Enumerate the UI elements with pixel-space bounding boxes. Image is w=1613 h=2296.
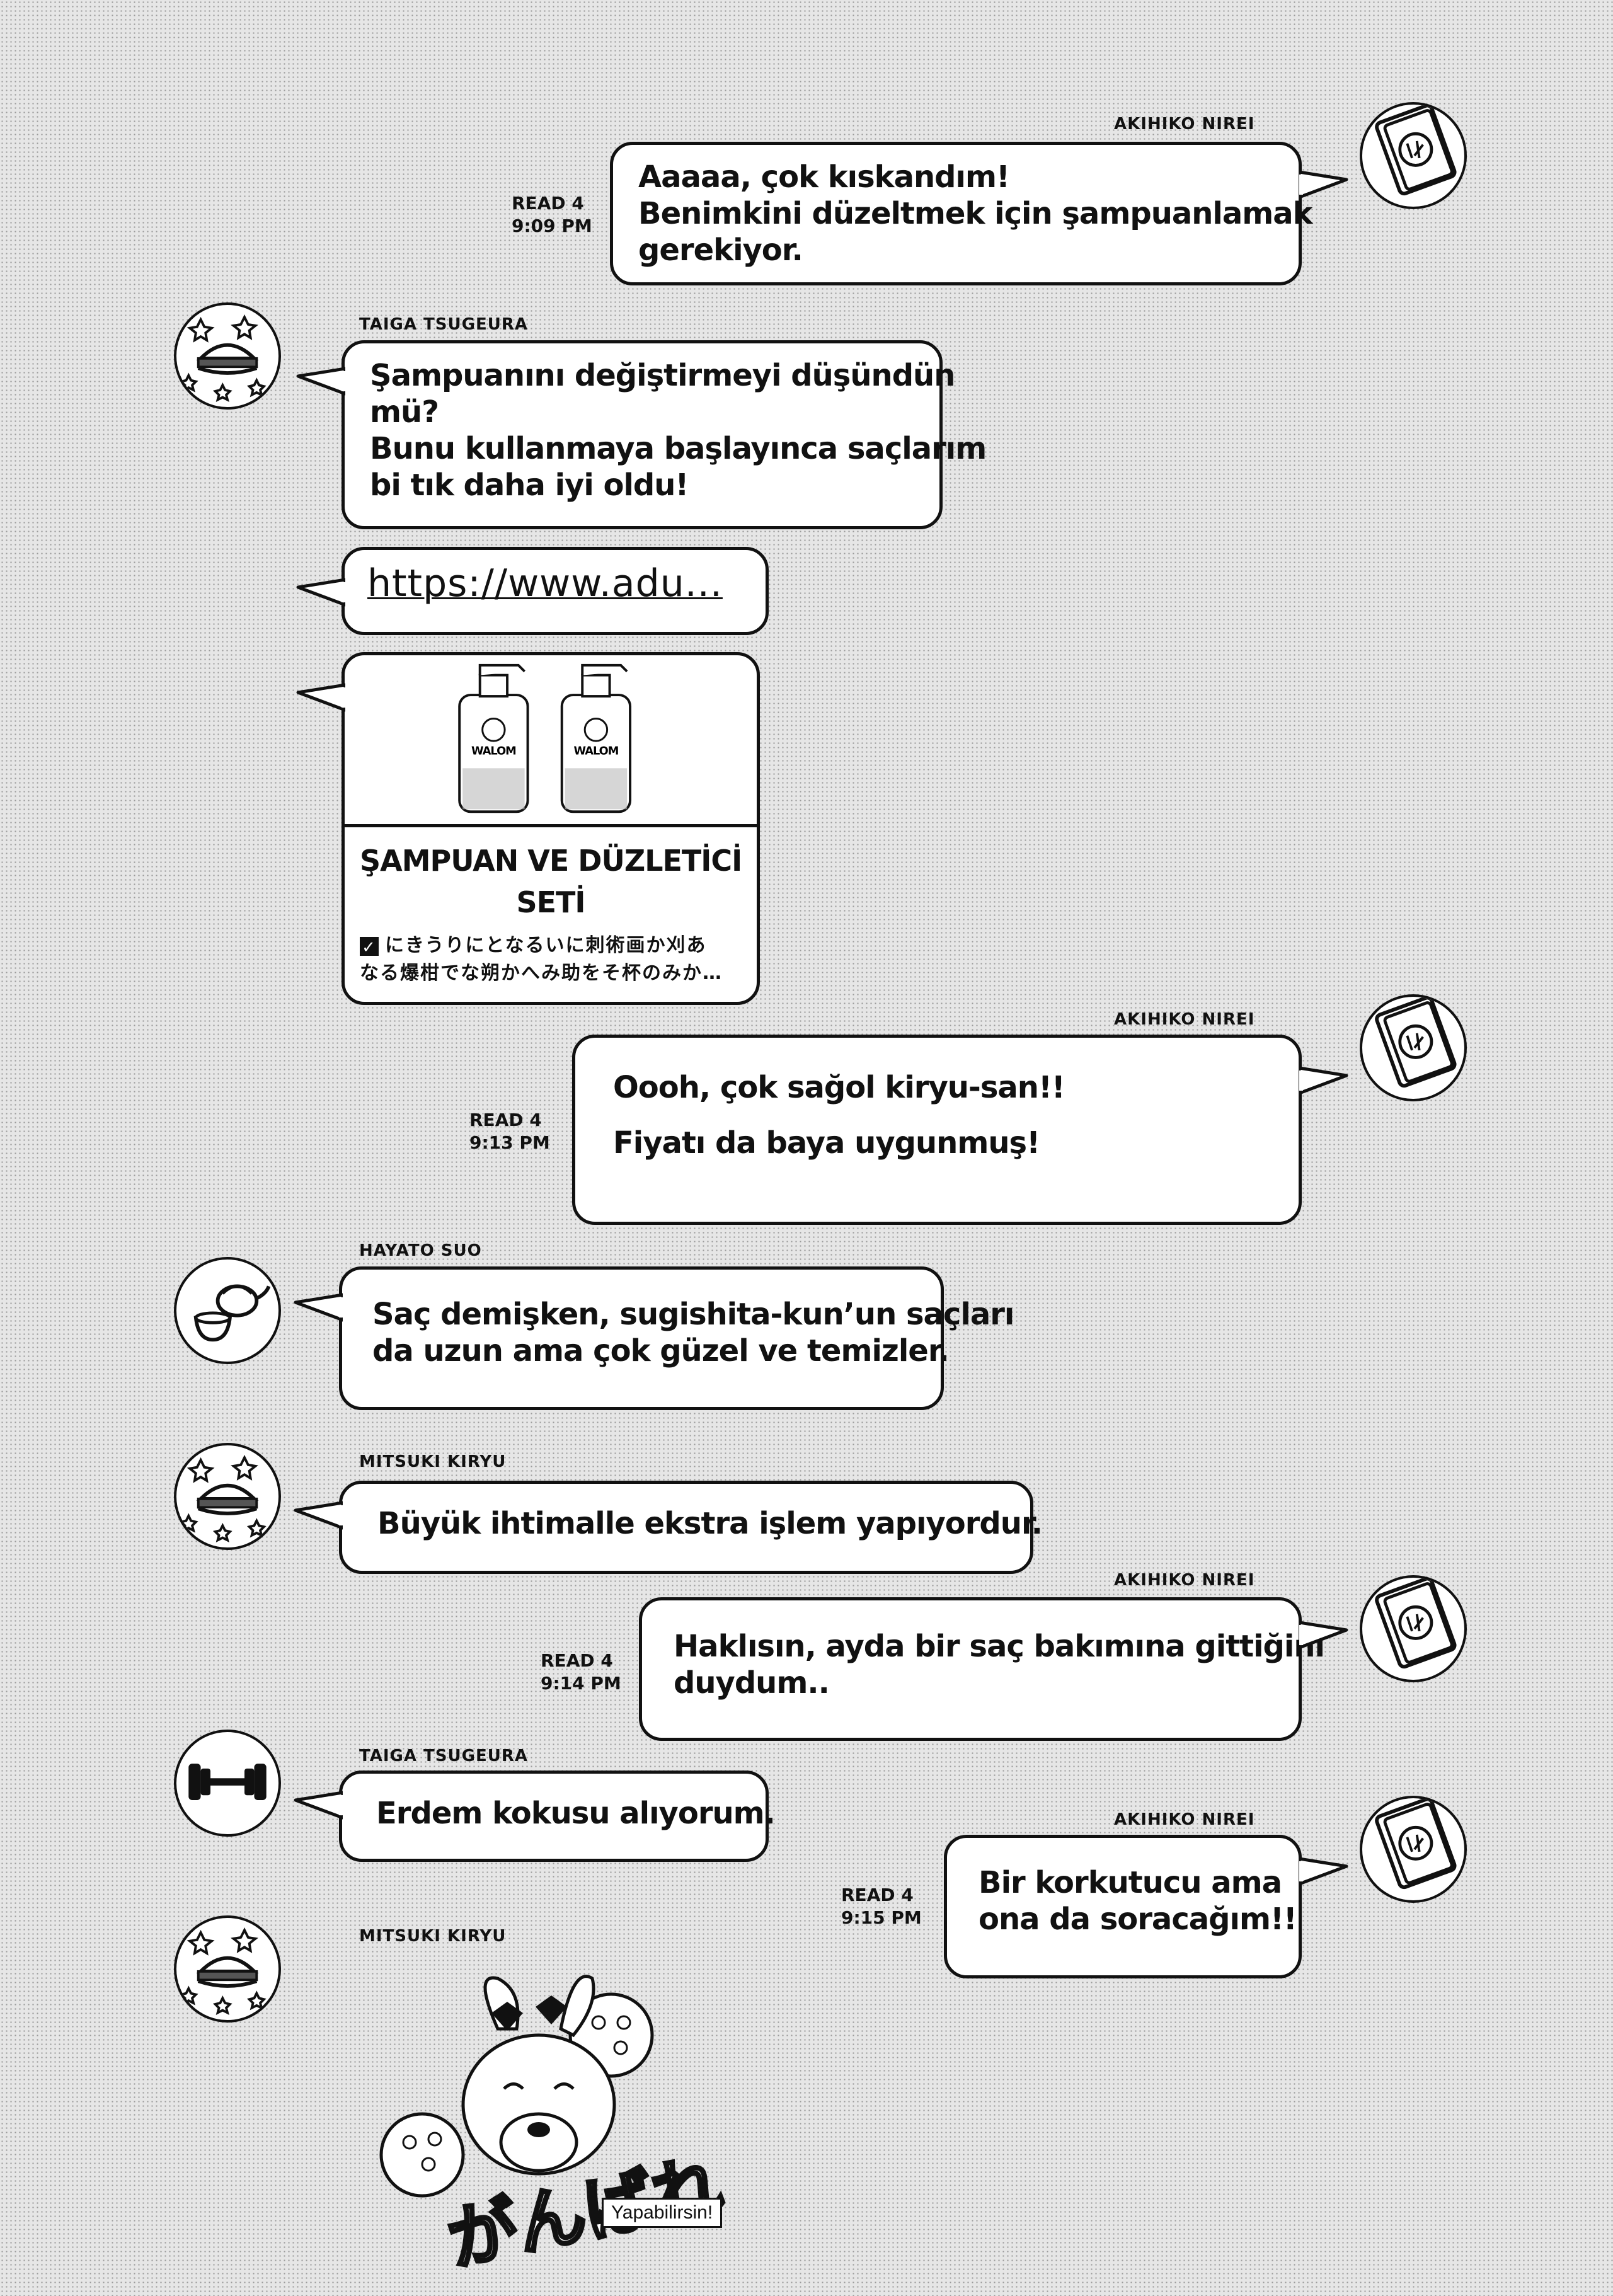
bubble-tail (295, 675, 345, 720)
notebook-icon[interactable] (1360, 102, 1467, 209)
bubble-tail (292, 1493, 343, 1537)
bubble-tail (292, 1783, 343, 1827)
bubble-tail (1299, 163, 1350, 207)
dumbbell-icon[interactable] (174, 1730, 281, 1837)
message-bubble[interactable]: Oooh, çok sağol kiryu-san!! Fiyatı da ba… (572, 1035, 1302, 1225)
bubble-tail (295, 570, 345, 614)
bubble-tail (295, 359, 345, 403)
sender-name: TAIGA TSUGEURA (359, 1747, 528, 1765)
shared-link[interactable]: https://www.adu... (367, 561, 723, 606)
bubble-tail (1299, 1059, 1350, 1103)
teapot-icon[interactable] (174, 1257, 281, 1364)
bottle-brand: WALOM (471, 745, 516, 758)
sender-name: TAIGA TSUGEURA (359, 315, 528, 334)
notebook-icon[interactable] (1360, 994, 1467, 1101)
bubble-tail (1299, 1613, 1350, 1657)
product-title: ŞAMPUAN VE DÜZLETİCİ SETİ (360, 844, 742, 919)
bubble-tail (292, 1285, 343, 1329)
read-receipt: READ 4 9:09 PM (512, 193, 592, 236)
sticker-caption: Yapabilirsin! (602, 2198, 723, 2228)
bubble-tail (1299, 1849, 1350, 1893)
sender-name: AKIHIKO NIREI (1114, 1571, 1255, 1590)
product-card[interactable]: WALOM WALOM ŞAMPUAN VE DÜZLETİCİ SETİ ✓に… (342, 652, 760, 1005)
burger-stars-icon[interactable] (174, 1915, 281, 2023)
message-bubble[interactable]: Saç demişken, sugishita-kun’un saçları d… (339, 1266, 1014, 1410)
read-receipt: READ 4 9:15 PM (841, 1885, 922, 1928)
notebook-icon[interactable] (1360, 1575, 1467, 1682)
sender-name: HAYATO SUO (359, 1241, 482, 1260)
message-bubble[interactable]: Aaaaa, çok kıskandım! Benimkini düzeltme… (610, 142, 1313, 285)
message-bubble[interactable]: Büyük ihtimalle ekstra işlem yapıyordur. (339, 1481, 1043, 1574)
message-bubble[interactable]: Bir korkutucu ama ona da soracağım!! (944, 1835, 1302, 1978)
sender-name: AKIHIKO NIREI (1114, 115, 1255, 134)
sender-name: AKIHIKO NIREI (1114, 1010, 1255, 1029)
message-bubble[interactable]: Haklısın, ayda bir saç bakımına gittiğin… (639, 1597, 1325, 1741)
sender-name: MITSUKI KIRYU (359, 1927, 507, 1946)
product-image: WALOM WALOM (345, 655, 757, 827)
bottle-brand: WALOM (573, 745, 618, 758)
message-bubble[interactable]: Erdem kokusu alıyorum. (339, 1771, 776, 1862)
read-receipt: READ 4 9:14 PM (541, 1650, 621, 1694)
notebook-icon[interactable] (1360, 1796, 1467, 1903)
burger-stars-icon[interactable] (174, 302, 281, 410)
read-receipt: READ 4 9:13 PM (469, 1110, 550, 1153)
checkbox-icon: ✓ (360, 936, 379, 956)
link-bubble[interactable]: https://www.adu... (342, 547, 769, 635)
burger-stars-icon[interactable] (174, 1443, 281, 1550)
sticker[interactable]: がんばれ (365, 1953, 737, 2268)
sender-name: AKIHIKO NIREI (1114, 1810, 1255, 1829)
message-bubble[interactable]: Şampuanını değiştirmeyi düşündün mü? Bun… (342, 340, 987, 529)
product-description: ✓にきうりにとなるいに刺術画か刈あ なる爆柑でな朔かへみ助をそ杯のみか… (360, 934, 723, 984)
sender-name: MITSUKI KIRYU (359, 1452, 507, 1471)
